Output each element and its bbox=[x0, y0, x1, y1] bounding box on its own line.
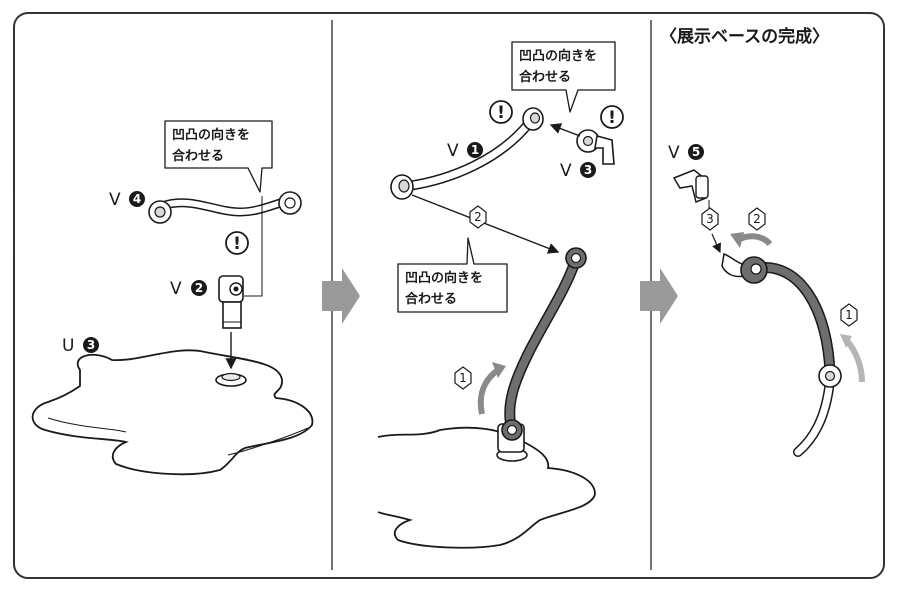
panel-1: 凹凸の向きを 合わせる ! V 4 V 2 U 3 bbox=[31, 120, 314, 476]
part-v4-arm-2 bbox=[501, 247, 587, 441]
callout-p2-mid-line2: 合わせる bbox=[405, 291, 457, 307]
assembled-stand bbox=[721, 253, 842, 457]
base-plate bbox=[31, 349, 314, 476]
callout-p2-top-line2: 合わせる bbox=[519, 69, 571, 85]
callout-p2-top-line1: 凹凸の向きを bbox=[519, 48, 597, 64]
step-1-badge-p3: 1 bbox=[840, 303, 858, 327]
base-plate-2 bbox=[377, 426, 596, 549]
label-v1-letter: V bbox=[447, 141, 459, 161]
label-v5-num: 5 bbox=[692, 145, 700, 159]
label-v1-num: 1 bbox=[471, 143, 479, 157]
warning-icon-p2-left: ! bbox=[489, 100, 513, 124]
panel-3: 〈展示ベースの完成〉 bbox=[660, 26, 865, 457]
panel-3-title: 〈展示ベースの完成〉 bbox=[660, 26, 829, 47]
part-v3-joint bbox=[576, 129, 615, 165]
label-v5-letter: V bbox=[668, 143, 680, 163]
label-v3: V 3 bbox=[560, 161, 596, 181]
step-3-num-p3: 3 bbox=[706, 212, 714, 226]
part-v1-arm bbox=[390, 107, 544, 200]
step-2-num-p3: 2 bbox=[753, 212, 761, 226]
warning-icon: ! bbox=[225, 231, 249, 255]
label-v2-letter: V bbox=[170, 279, 182, 299]
part-v4-arm bbox=[148, 191, 302, 224]
warning-mark: ! bbox=[233, 234, 241, 254]
part-v2-joint bbox=[218, 275, 244, 329]
rotate-arrow-p3-right bbox=[840, 334, 865, 383]
label-v2: V 2 bbox=[170, 279, 207, 299]
warning-mark-p2-right: ! bbox=[608, 108, 616, 128]
rotate-arrow-p3-top bbox=[730, 232, 773, 248]
panel-2: 凹凸の向きを 合わせる 凹凸の向きを 合わせる ! ! 2 1 bbox=[377, 41, 624, 549]
part-v5-joint bbox=[672, 169, 709, 204]
step-2-num-p2: 2 bbox=[474, 210, 482, 224]
label-v3-letter: V bbox=[560, 161, 572, 181]
label-v4: V 4 bbox=[109, 190, 145, 210]
warning-mark-p2-left: ! bbox=[497, 103, 505, 123]
callout-align-p1: 凹凸の向きを 合わせる bbox=[164, 120, 273, 193]
label-v4-num: 4 bbox=[133, 192, 141, 206]
step-1-num-p2: 1 bbox=[459, 371, 467, 385]
label-v3-num: 3 bbox=[584, 163, 592, 177]
label-v2-num: 2 bbox=[195, 281, 203, 295]
label-v1: V 1 bbox=[447, 141, 483, 161]
step-1-num-p3: 1 bbox=[845, 308, 853, 322]
step-2-badge-p2: 2 bbox=[469, 205, 487, 229]
step-3-badge-p3: 3 bbox=[701, 207, 719, 231]
warning-icon-p2-right: ! bbox=[600, 105, 624, 129]
callout-p2-mid-line1: 凹凸の向きを bbox=[405, 270, 483, 286]
label-u3: U 3 bbox=[62, 336, 99, 356]
label-u3-letter: U bbox=[62, 336, 74, 356]
label-v4-letter: V bbox=[109, 190, 121, 210]
label-v5: V 5 bbox=[668, 143, 704, 163]
callout-p1-line1: 凹凸の向きを bbox=[172, 127, 250, 143]
step-1-badge-p2: 1 bbox=[454, 366, 472, 390]
panel-arrow-1 bbox=[322, 268, 360, 324]
panel-arrow-2 bbox=[640, 268, 678, 324]
callout-align-p2-top: 凹凸の向きを 合わせる bbox=[511, 41, 616, 113]
callout-align-p2-mid: 凹凸の向きを 合わせる bbox=[397, 237, 508, 313]
callout-p1-line2: 合わせる bbox=[172, 148, 224, 164]
step-2-badge-p3: 2 bbox=[748, 207, 766, 231]
rotate-arrow-p2 bbox=[477, 362, 506, 415]
label-u3-num: 3 bbox=[87, 338, 95, 352]
